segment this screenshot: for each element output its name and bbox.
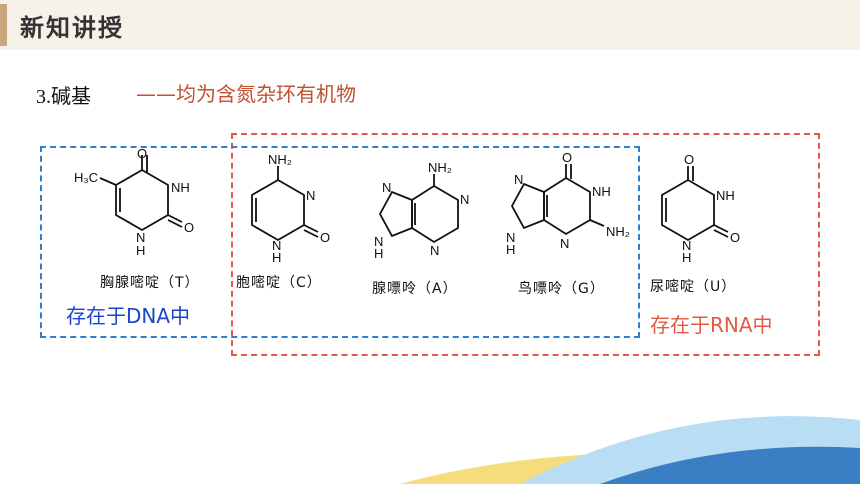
- cytosine-structure: NH₂ N N H O: [251, 152, 330, 265]
- atom-label: N: [430, 243, 439, 258]
- atom-label: NH₂: [268, 152, 292, 167]
- atom-label: NH: [716, 188, 735, 203]
- atom-label: H: [506, 242, 515, 257]
- atom-label: H: [136, 243, 145, 258]
- atom-label: N: [382, 180, 391, 195]
- adenine-structure: NH₂ N N N N H: [374, 160, 469, 261]
- rna-group-box: [231, 133, 820, 356]
- guanine-structure: O N NH N N H NH₂: [506, 150, 630, 257]
- dna-label: 存在于DNA中: [66, 304, 191, 328]
- atom-label: N: [506, 230, 515, 245]
- atom-label: N: [560, 236, 569, 251]
- header-bar: [0, 0, 860, 50]
- atom-label: N: [374, 234, 383, 249]
- page-title: 新知讲授: [20, 13, 124, 42]
- atom-label: H: [272, 250, 281, 265]
- atom-label: N: [306, 188, 315, 203]
- atom-label: N: [682, 238, 691, 253]
- atom-label: N: [460, 192, 469, 207]
- atom-label: NH₂: [606, 224, 630, 239]
- guanine-name: 鸟嘌呤（G）: [518, 281, 605, 297]
- atom-label: NH: [171, 180, 190, 195]
- section-title: 3.碱基: [36, 86, 91, 108]
- atom-label: O: [562, 150, 572, 165]
- header-accent: [0, 4, 7, 46]
- adenine-name: 腺嘌呤（A）: [372, 281, 458, 297]
- atom-label: H: [682, 250, 691, 265]
- atom-label: N: [514, 172, 523, 187]
- atom-label: H₃C: [74, 170, 98, 185]
- section-subtitle: ——均为含氮杂环有机物: [136, 82, 356, 106]
- atom-label: O: [320, 230, 330, 245]
- atom-label: O: [137, 146, 147, 161]
- atom-label: NH₂: [428, 160, 452, 175]
- uracil-name: 尿嘧啶（U）: [650, 279, 737, 295]
- atom-label: O: [684, 152, 694, 167]
- dna-group-box: [40, 146, 640, 338]
- atom-label: NH: [592, 184, 611, 199]
- atom-label: N: [272, 238, 281, 253]
- atom-label: H: [374, 246, 383, 261]
- cytosine-name: 胞嘧啶（C）: [236, 275, 322, 291]
- atom-label: N: [136, 230, 145, 245]
- rna-label: 存在于RNA中: [650, 313, 773, 337]
- atom-label: O: [184, 220, 194, 235]
- uracil-structure: O NH N H O: [661, 152, 740, 265]
- atom-label: O: [730, 230, 740, 245]
- thymine-structure: O H₃C NH N H O: [74, 146, 194, 258]
- thymine-name: 胸腺嘧啶（T）: [100, 275, 200, 291]
